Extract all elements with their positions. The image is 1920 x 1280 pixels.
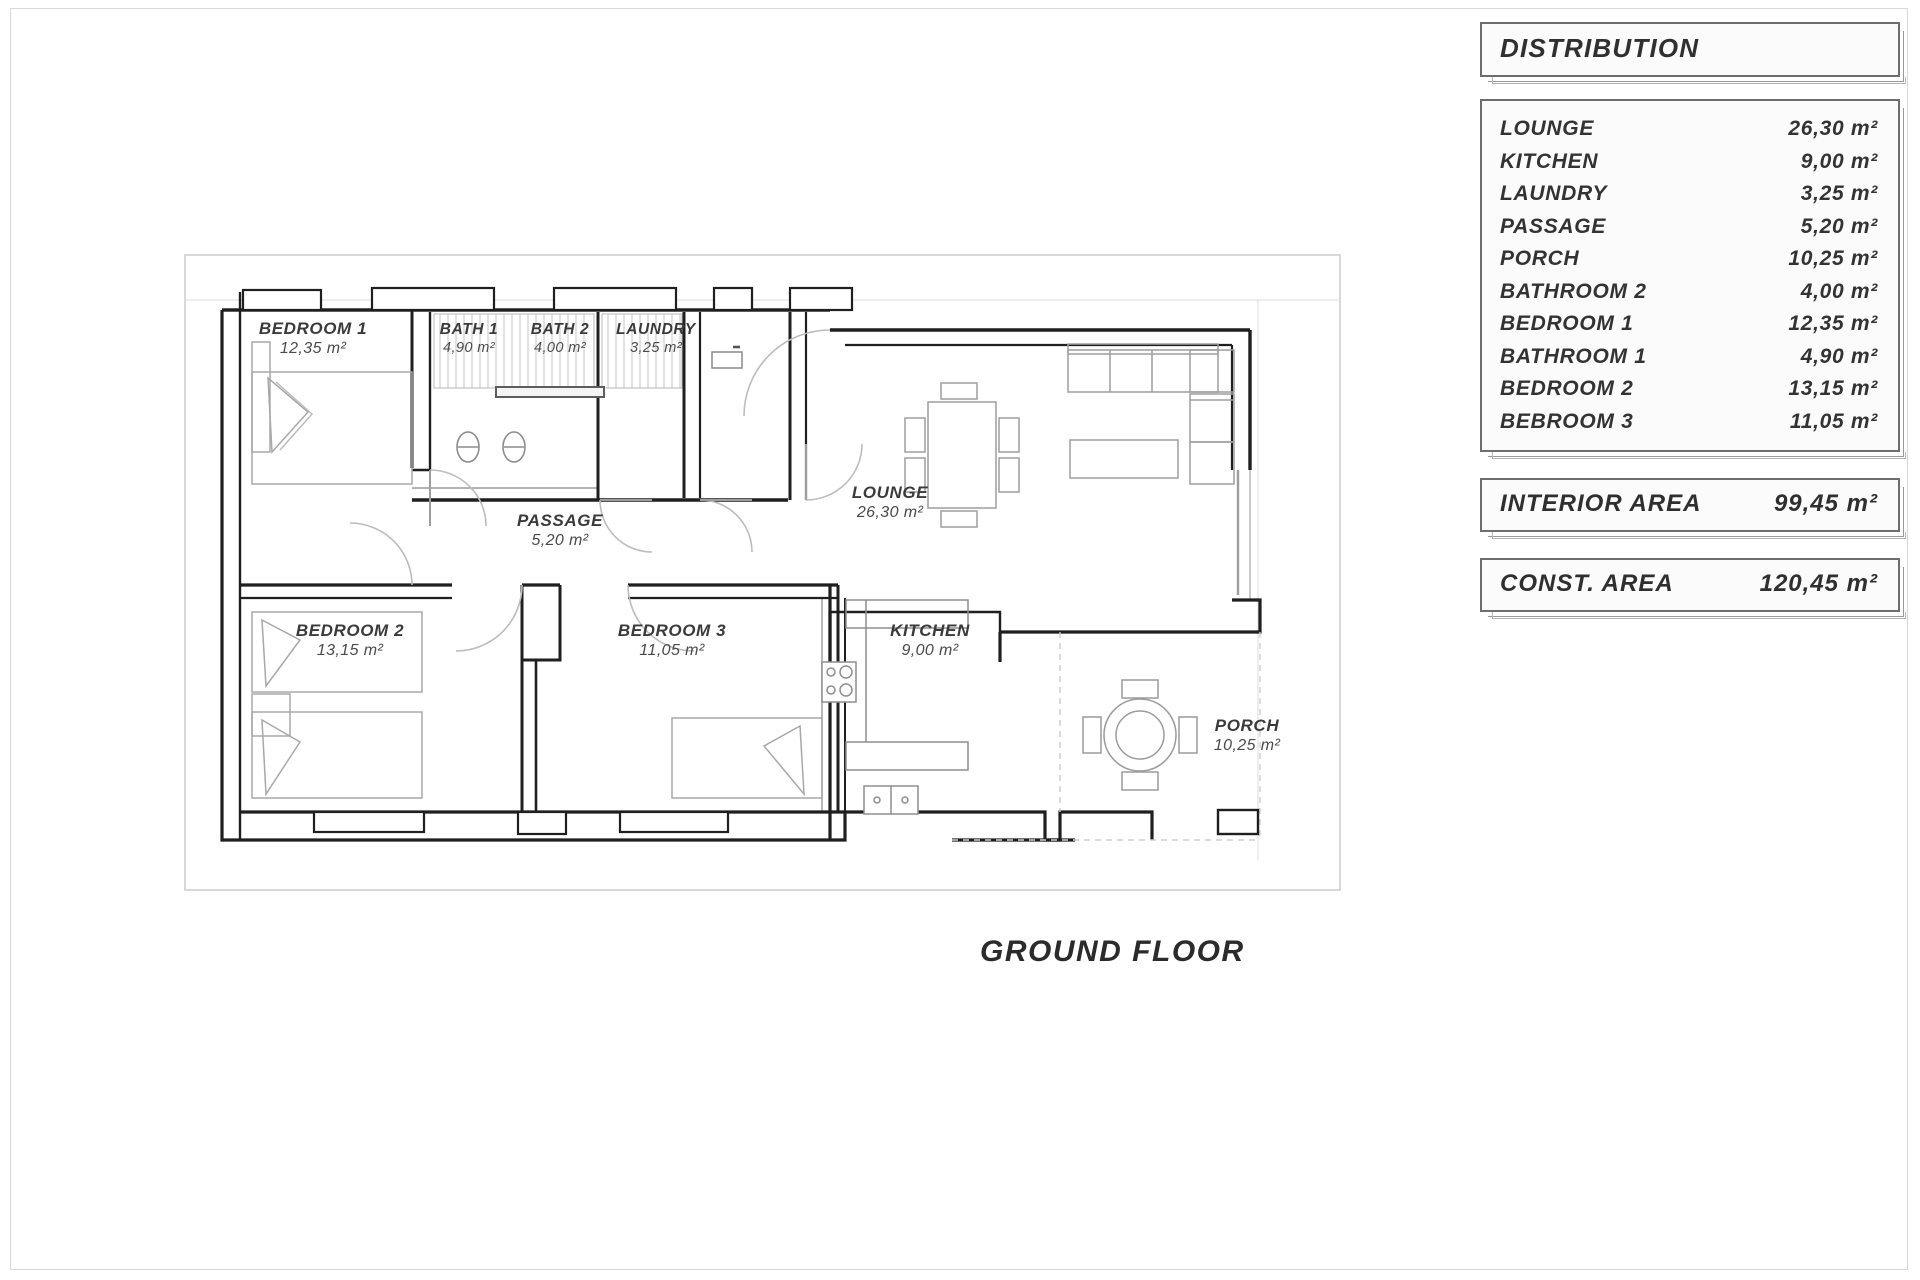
distribution-row-name: BATHROOM 2 — [1500, 279, 1647, 303]
plan-caption: GROUND FLOOR — [980, 935, 1245, 968]
lounge-furniture — [1067, 343, 1235, 485]
distribution-row: LAUNDRY 3,25 m² — [1500, 178, 1878, 211]
distribution-row-name: KITCHEN — [1500, 149, 1599, 173]
interior-area-box: INTERIOR AREA 99,45 m² — [1480, 478, 1906, 540]
interior-area-label: INTERIOR AREA — [1500, 490, 1702, 518]
sheet-border — [10, 8, 1908, 1270]
distribution-title: DISTRIBUTION — [1500, 33, 1700, 63]
distribution-row: KITCHEN 9,00 m² — [1500, 146, 1878, 179]
distribution-row-area: 3,25 m² — [1800, 182, 1878, 206]
distribution-row-name: PORCH — [1500, 247, 1580, 271]
distribution-row-name: BATHROOM 1 — [1500, 344, 1647, 368]
lower-wing-walls — [240, 583, 845, 836]
distribution-row: PORCH 10,25 m² — [1500, 243, 1878, 276]
distribution-row-name: BEBROOM 3 — [1500, 409, 1634, 433]
const-area-value: 120,45 m² — [1759, 570, 1878, 598]
porch-furniture — [1082, 679, 1198, 791]
distribution-row-name: BEDROOM 2 — [1500, 377, 1634, 401]
distribution-row: LOUNGE 26,30 m² — [1500, 113, 1878, 146]
distribution-panel: DISTRIBUTION LOUNGE 26,30 m² KITCHEN 9,00 m… — [1480, 22, 1906, 620]
distribution-room-list: LOUNGE 26,30 m² KITCHEN 9,00 m² LAUNDRY 3,25 … — [1480, 99, 1906, 460]
door-leaves — [429, 444, 807, 526]
exterior-walls — [220, 308, 1075, 842]
const-area-label: CONST. AREA — [1500, 570, 1674, 598]
bedroom2-furniture — [251, 611, 423, 799]
distribution-row-area: 10,25 m² — [1788, 247, 1878, 271]
distribution-row: BEBROOM 3 11,05 m² — [1500, 406, 1878, 439]
distribution-row-name: LOUNGE — [1500, 117, 1595, 140]
distribution-row-area: 13,15 m² — [1788, 377, 1878, 401]
distribution-row-area: 5,20 m² — [1800, 214, 1878, 238]
distribution-row: BATHROOM 2 4,00 m² — [1500, 276, 1878, 309]
distribution-row-area: 11,05 m² — [1789, 409, 1878, 433]
kitchen-fixtures — [821, 599, 969, 815]
distribution-title-box: DISTRIBUTION — [1480, 22, 1906, 84]
distribution-row: BEDROOM 2 13,15 m² — [1500, 373, 1878, 406]
bathroom-fixtures — [456, 431, 526, 463]
laundry-fixture — [711, 345, 743, 369]
distribution-row-area: 4,00 m² — [1800, 279, 1878, 303]
const-area-box: CONST. AREA 120,45 m² — [1480, 558, 1906, 620]
lounge-walls — [828, 328, 1262, 662]
dining-set — [904, 382, 1020, 528]
distribution-row-name: PASSAGE — [1500, 214, 1607, 238]
distribution-row: BATHROOM 1 4,90 m² — [1500, 341, 1878, 374]
distribution-row-area: 12,35 m² — [1788, 312, 1878, 336]
floor-plan-drawing — [184, 254, 1341, 891]
distribution-row-name: BEDROOM 1 — [1500, 312, 1634, 336]
interior-area-value: 99,45 m² — [1773, 490, 1878, 518]
construction-guides — [185, 299, 1340, 860]
distribution-row-area: 9,00 m² — [1800, 149, 1878, 173]
ground-floor-plan: BEDROOM 1 12,35 m² BATH 1 4,90 m² BATH 2… — [184, 254, 1341, 968]
bedroom1-furniture — [251, 341, 413, 485]
kitchen-walls — [828, 585, 846, 840]
distribution-row-area: 4,90 m² — [1800, 344, 1878, 368]
distribution-row: BEDROOM 1 12,35 m² — [1500, 308, 1878, 341]
distribution-row-area: 26,30 m² — [1788, 117, 1878, 140]
door-swings — [349, 329, 863, 652]
bedroom3-furniture — [671, 717, 823, 799]
distribution-row: PASSAGE 5,20 m² — [1500, 211, 1878, 244]
distribution-row-name: LAUNDRY — [1500, 182, 1608, 206]
lot-outline — [184, 254, 1341, 891]
porch-area — [952, 632, 1261, 842]
